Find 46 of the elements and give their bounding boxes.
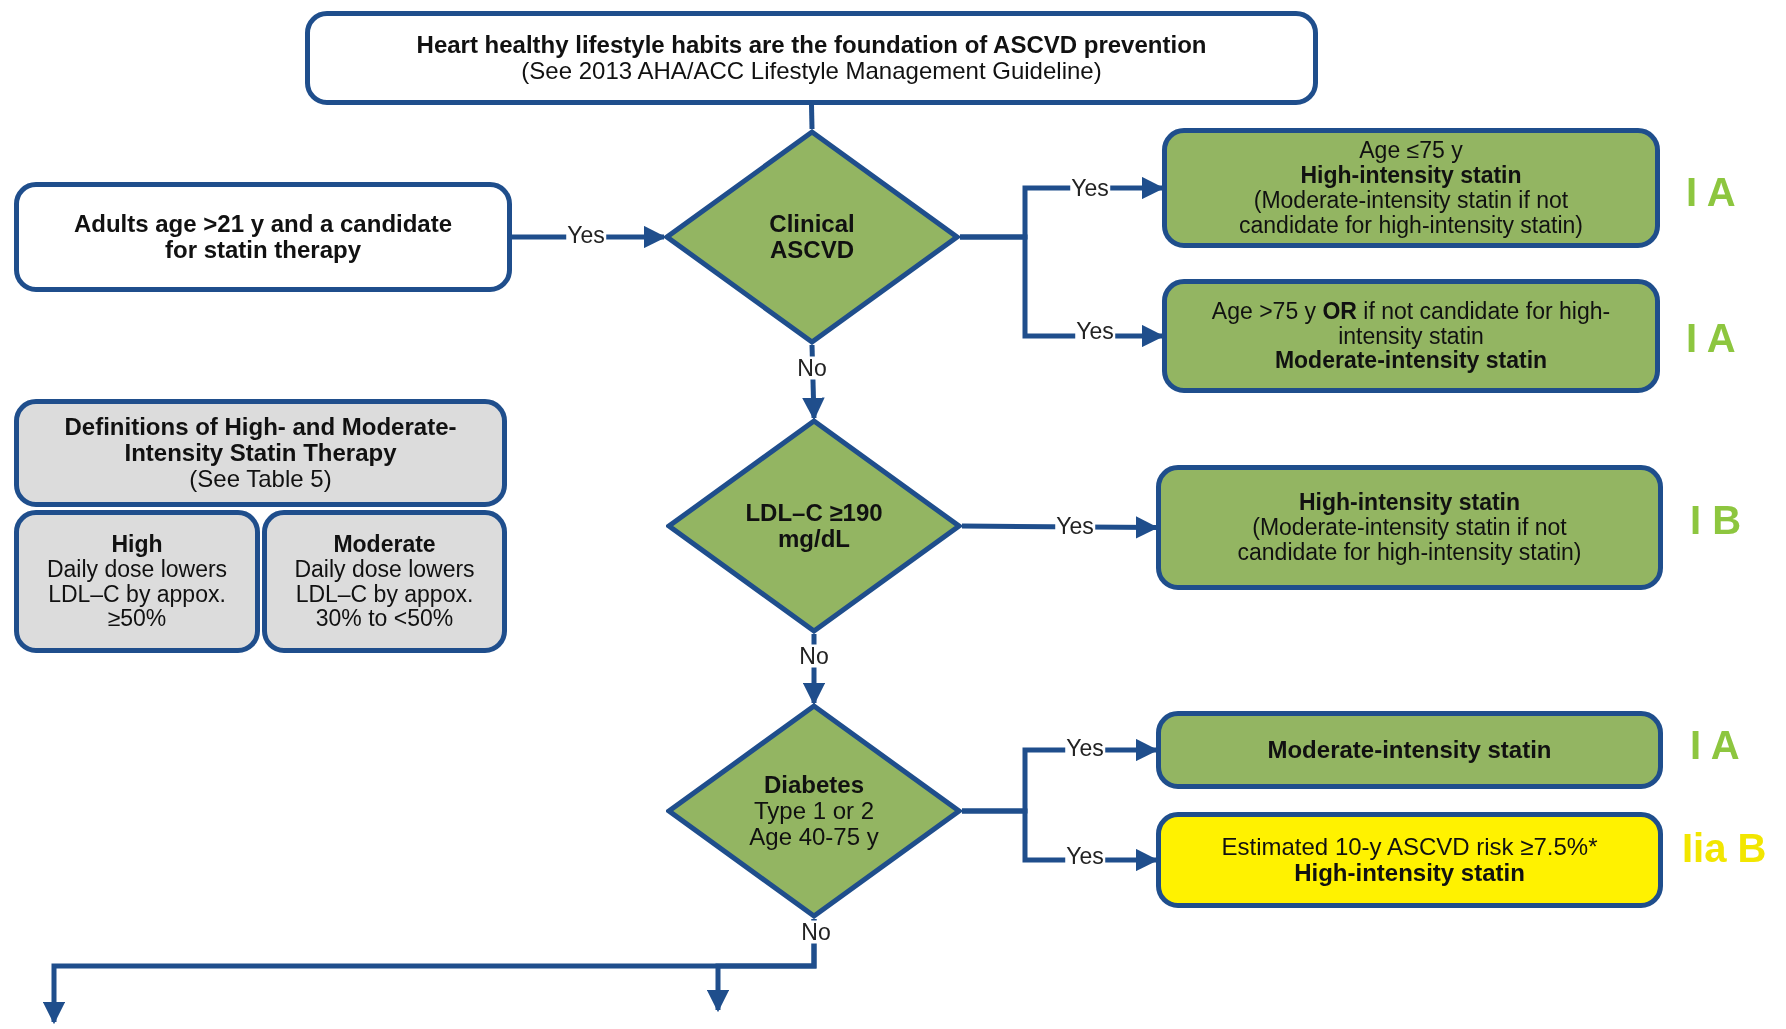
recommendation-class: I A bbox=[1686, 172, 1736, 212]
box-text: (See 2013 AHA/ACC Lifestyle Management Guideline) bbox=[521, 58, 1102, 84]
box-text: Type 1 or 2 Age 40-75 y bbox=[748, 798, 880, 850]
process-box bbox=[14, 182, 512, 292]
connector-line bbox=[809, 104, 815, 130]
box-heading: LDL–C ≥190 mg/dL bbox=[744, 500, 884, 552]
definition-box bbox=[262, 510, 507, 653]
box-heading: Definitions of High- and Moderate-Intensity Statin Therapy bbox=[63, 414, 458, 466]
edge-label: No bbox=[798, 644, 830, 668]
recommendation-class: Iia B bbox=[1682, 828, 1767, 868]
box-heading: Clinical ASCVD bbox=[768, 211, 856, 263]
definition-box bbox=[14, 399, 507, 507]
arrow bbox=[706, 919, 817, 1013]
edge-label: No bbox=[800, 920, 832, 944]
box-text: Age >75 y OR if not candidate for high-intensity statin bbox=[1210, 298, 1612, 349]
box-text: Age ≤75 y bbox=[1359, 138, 1463, 164]
box-text: (Moderate-intensity statin if not candidate for high-intensity statin) bbox=[1238, 188, 1584, 238]
start-box bbox=[305, 11, 1318, 105]
box-heading: Adults age >21 y and a candidate for statin therapy bbox=[72, 211, 454, 263]
box-heading: High-intensity statin bbox=[1300, 163, 1522, 188]
box-heading: Heart healthy lifestyle habits are the foundation of ASCVD prevention bbox=[416, 32, 1207, 58]
definition-box bbox=[14, 510, 260, 653]
decision-diamond bbox=[666, 418, 962, 634]
recommendation-class: I A bbox=[1690, 725, 1740, 765]
box-text: (See Table 5) bbox=[189, 465, 332, 492]
box-heading: Diabetes bbox=[763, 772, 864, 799]
edge-label: No bbox=[796, 356, 828, 380]
decision-diamond bbox=[664, 129, 960, 345]
box-text: Daily dose lowers LDL–C by appox. 30% to <50% bbox=[293, 556, 476, 632]
box-heading: High-intensity statin bbox=[1294, 860, 1525, 886]
box-text: (Moderate-intensity statin if not candidate for high-intensity statin) bbox=[1236, 515, 1583, 565]
recommendation-class: I B bbox=[1690, 500, 1742, 540]
box-text: Estimated 10-y ASCVD risk ≥7.5%* bbox=[1221, 834, 1598, 860]
box-heading: Moderate-intensity statin bbox=[1267, 737, 1552, 763]
outcome-box bbox=[1156, 465, 1663, 590]
box-heading: High bbox=[111, 531, 163, 557]
box-heading: High-intensity statin bbox=[1298, 490, 1521, 516]
outcome-box bbox=[1156, 812, 1663, 908]
box-text: Daily dose lowers LDL–C by appox. ≥50% bbox=[45, 556, 229, 632]
outcome-box bbox=[1162, 128, 1660, 248]
box-heading: Moderate-intensity statin bbox=[1274, 348, 1548, 374]
outcome-box bbox=[1156, 711, 1663, 789]
decision-diamond bbox=[666, 703, 962, 919]
recommendation-class: I A bbox=[1686, 318, 1736, 358]
outcome-box bbox=[1162, 279, 1660, 393]
box-heading: Moderate bbox=[333, 531, 436, 557]
